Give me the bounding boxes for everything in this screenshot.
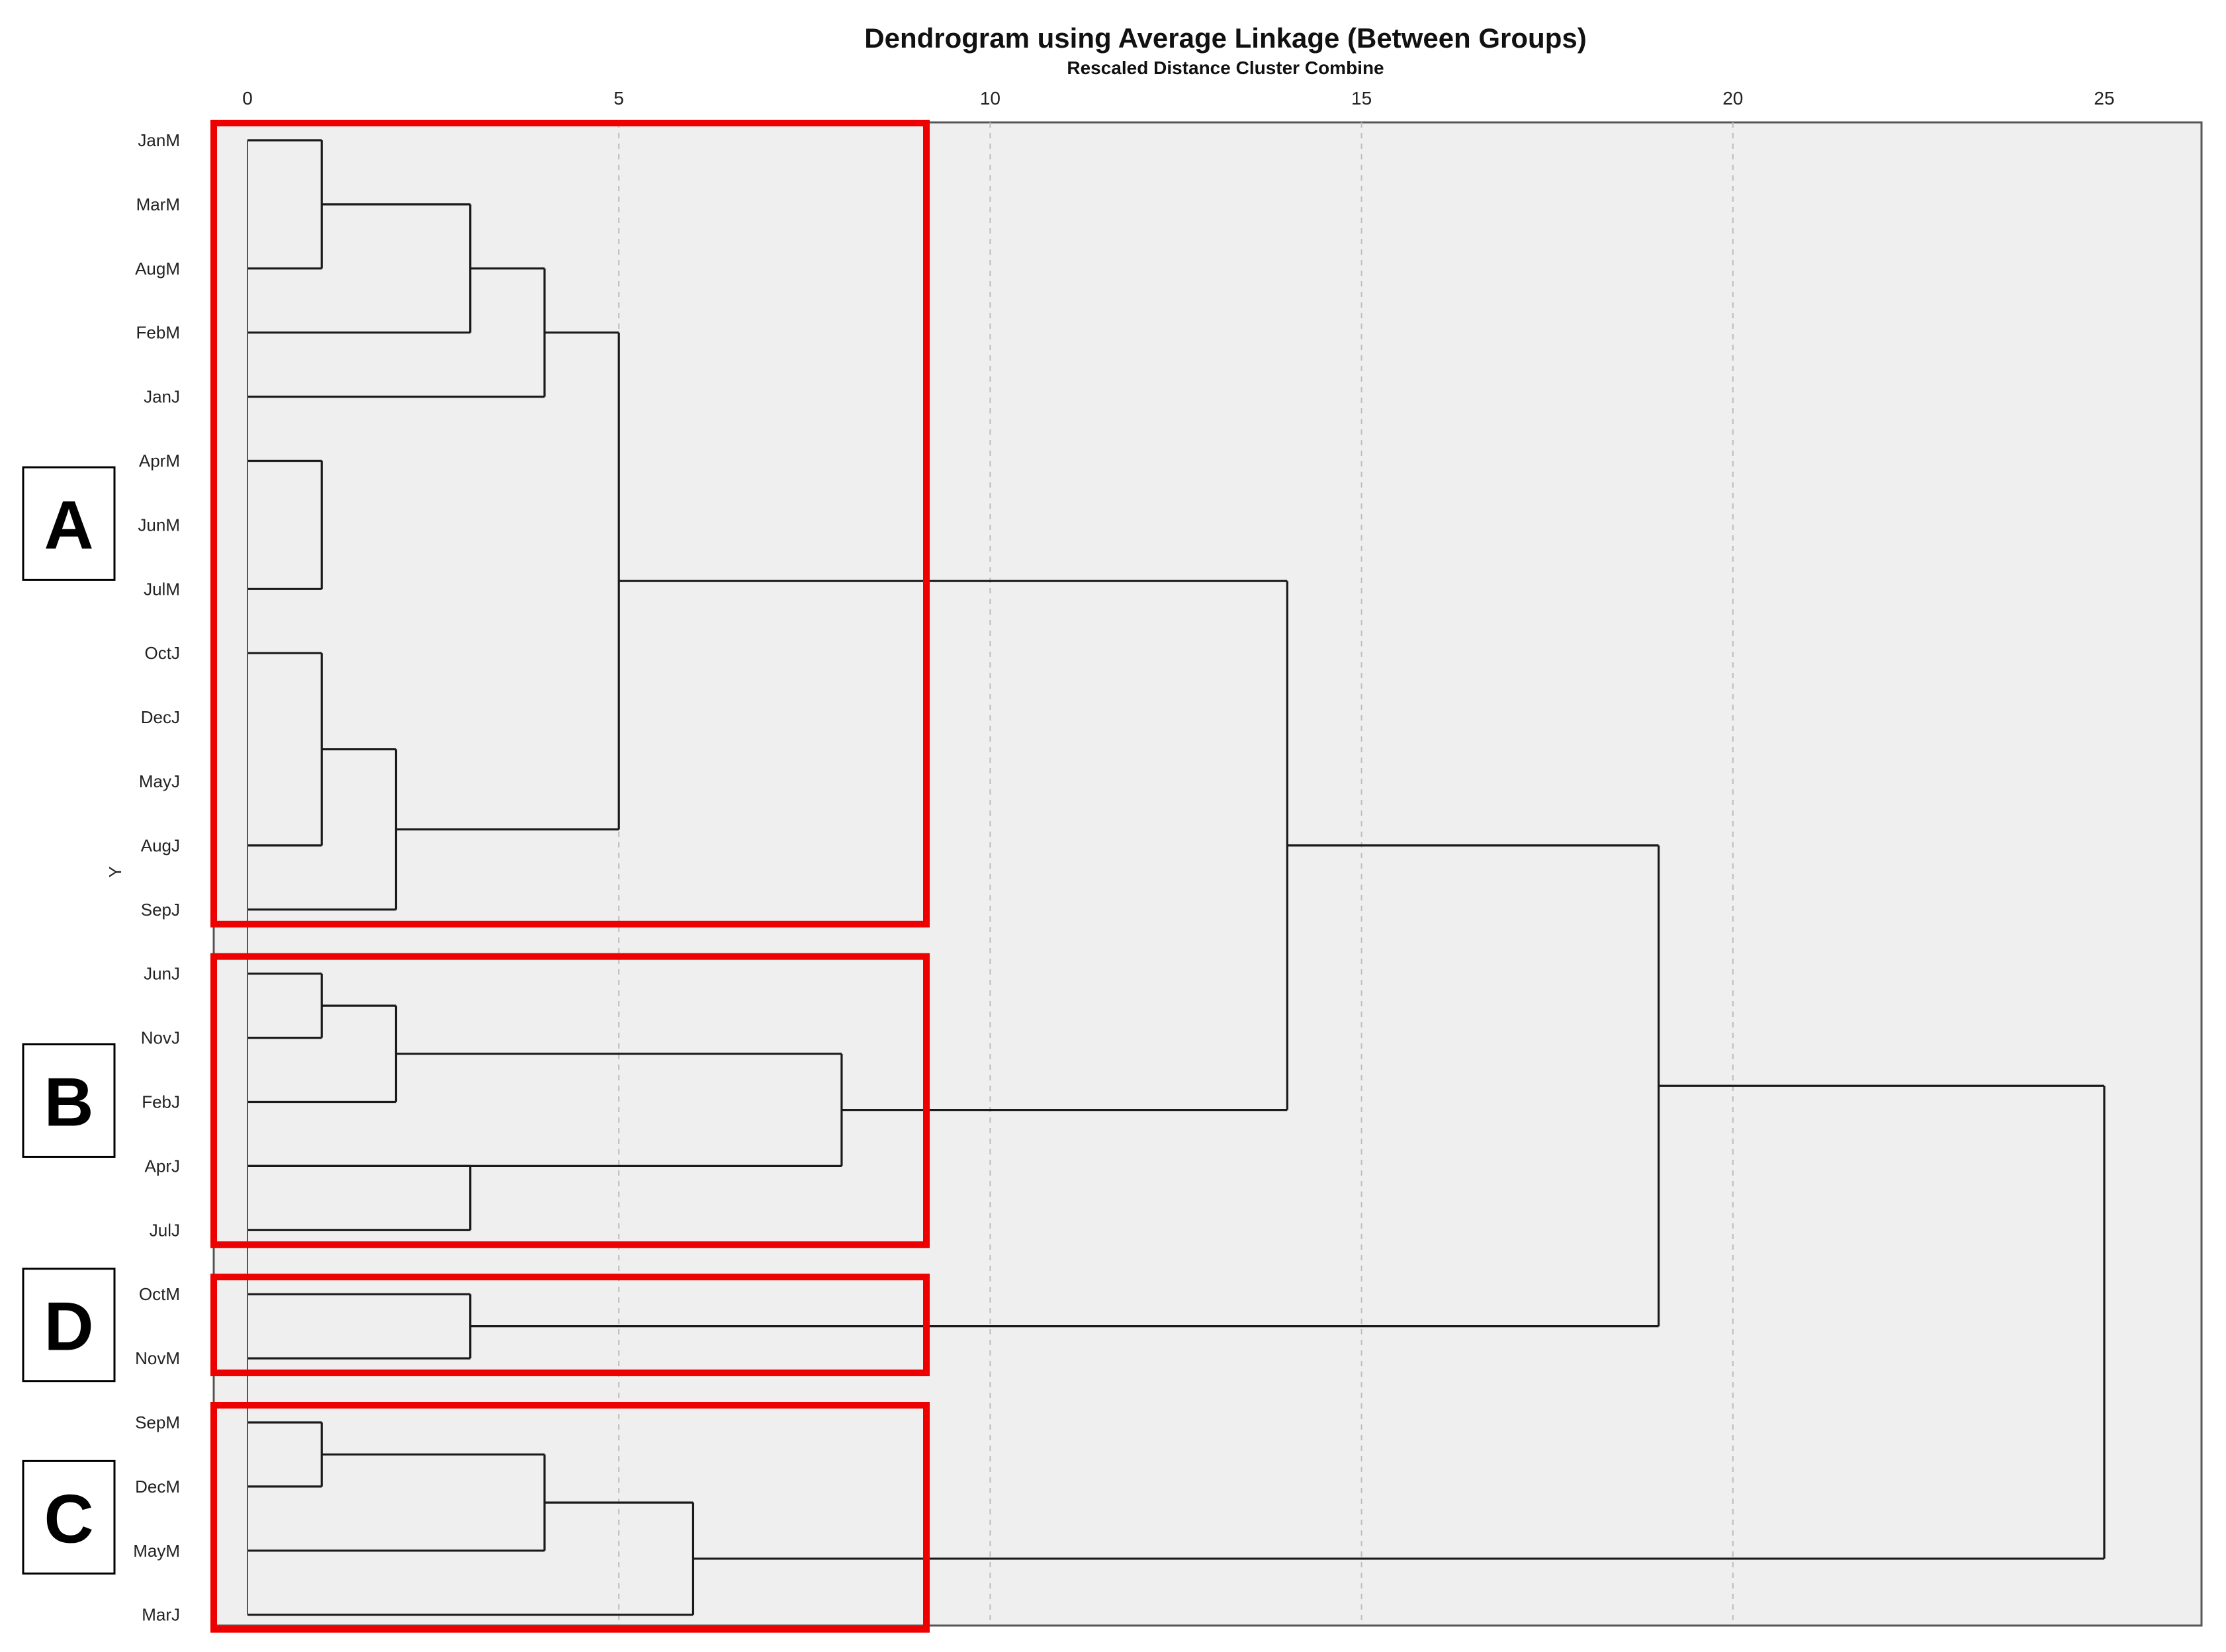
leaf-label: NovJ (141, 1028, 180, 1048)
x-tick-label: 5 (613, 88, 624, 109)
x-axis-ticks: 0 5 10 15 20 25 (242, 88, 2114, 109)
leaf-label: JanM (138, 130, 180, 150)
x-tick-label: 25 (2094, 88, 2114, 109)
leaf-label: MarJ (142, 1605, 180, 1625)
leaf-label: JunJ (144, 964, 180, 984)
leaf-label: DecJ (141, 707, 180, 727)
leaf-label: JanJ (144, 387, 180, 407)
cluster-box-a (210, 120, 930, 928)
cluster-label-box-d (22, 1268, 116, 1383)
x-tick-label: 0 (242, 88, 253, 109)
leaf-label: MayM (133, 1541, 180, 1561)
plot-background (212, 121, 2203, 1627)
cluster-label-b: B (44, 1065, 93, 1141)
leaf-label: OctJ (145, 643, 180, 663)
leaf-label: FebM (136, 323, 180, 343)
leaf-labels: JanM MarM AugM FebM JanJ AprM JunM JulM OctJ DecJ… (133, 130, 180, 1625)
cluster-box-c (210, 1402, 930, 1633)
leaf-label: AprJ (145, 1156, 180, 1176)
leaf-label: MarM (136, 195, 180, 214)
cluster-group-boxes: A B D C (22, 120, 930, 1633)
cluster-label-a: A (44, 487, 93, 564)
chart-title: Dendrogram using Average Linkage (Betwee… (864, 22, 1586, 54)
leaf-label: FebJ (142, 1092, 180, 1112)
leaf-label: DecM (135, 1477, 180, 1497)
cluster-box-d (210, 1274, 930, 1377)
y-axis-label: Y (105, 866, 125, 877)
cluster-label-box-b (22, 1043, 116, 1158)
x-tick-label: 20 (1722, 88, 1743, 109)
x-tick-label: 10 (980, 88, 1001, 109)
leaf-label: SepM (135, 1413, 180, 1432)
leaf-label: OctM (139, 1284, 180, 1304)
leaf-label: AugJ (141, 836, 180, 855)
leaf-label: AugM (135, 259, 180, 279)
leaf-label: JulJ (150, 1220, 180, 1240)
leaf-label: AprM (139, 451, 180, 471)
cluster-label-c: C (44, 1481, 93, 1557)
cluster-label-box-a (22, 466, 116, 581)
leaf-label: MayJ (139, 771, 180, 791)
leaf-label: NovM (135, 1348, 180, 1368)
leaf-label: JulM (144, 579, 180, 599)
cluster-label-box-c (22, 1459, 116, 1575)
chart-subtitle: Rescaled Distance Cluster Combine (1067, 58, 1384, 78)
leaf-label: SepJ (141, 900, 180, 920)
cluster-label-d: D (44, 1289, 93, 1366)
leaf-label: JunM (138, 515, 180, 535)
dendrogram-tree (247, 139, 2106, 1616)
x-tick-label: 15 (1351, 88, 1372, 109)
cluster-box-b (210, 953, 930, 1248)
